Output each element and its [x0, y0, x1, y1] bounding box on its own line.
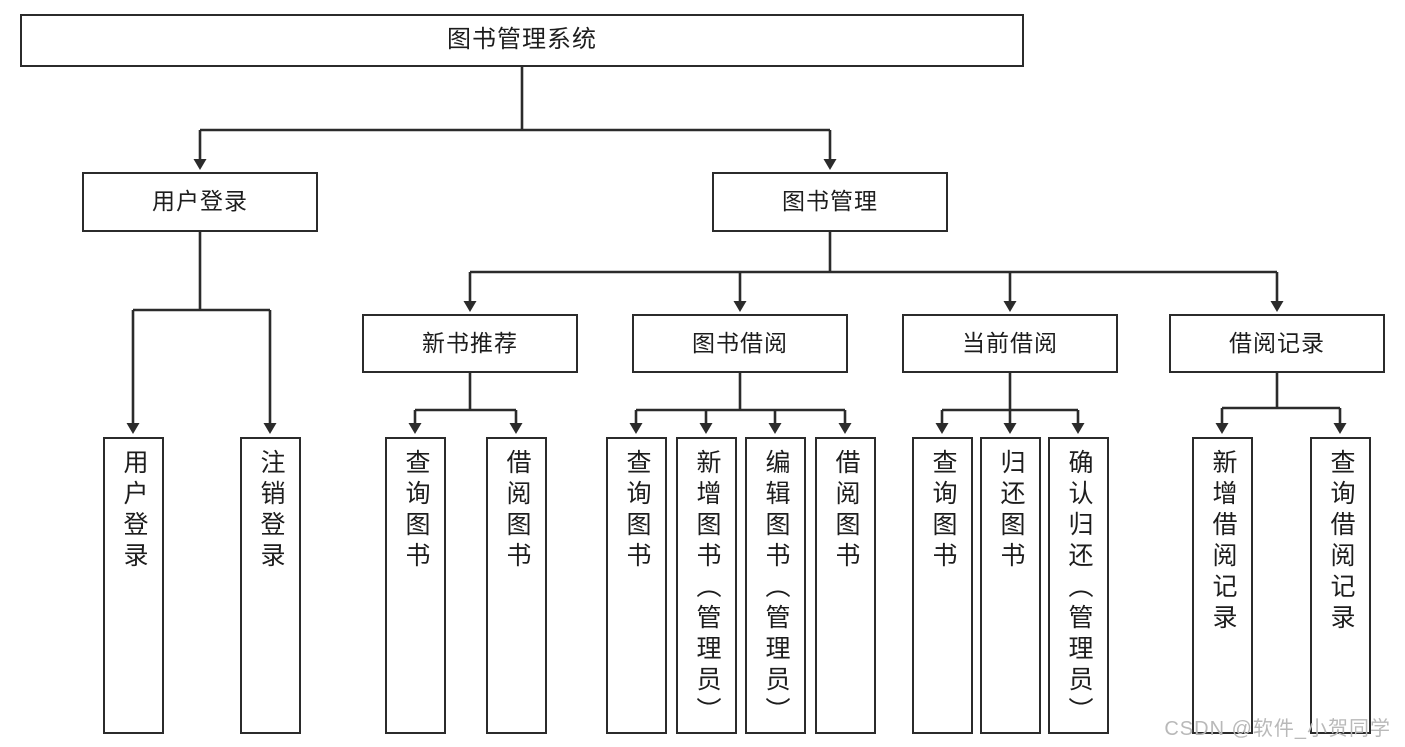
- leaf-add-book-label: 新增图书（管理员）: [693, 449, 721, 728]
- leaf-user-login-label: 用户登录: [120, 449, 148, 573]
- leaf-user-login[interactable]: 用户登录: [103, 437, 164, 734]
- leaf-edit-book-label: 编辑图书（管理员）: [762, 449, 790, 728]
- node-user-login-label: 用户登录: [152, 188, 248, 215]
- node-root-label: 图书管理系统: [447, 26, 597, 54]
- node-new-book-rec[interactable]: 新书推荐: [362, 314, 578, 373]
- leaf-query-record[interactable]: 查询借阅记录: [1310, 437, 1371, 734]
- node-new-book-rec-label: 新书推荐: [422, 329, 518, 356]
- leaf-return-book-label: 归还图书: [997, 449, 1025, 573]
- node-book-manage-label: 图书管理: [782, 188, 878, 215]
- leaf-borrow-book-1[interactable]: 借阅图书: [486, 437, 547, 734]
- node-current-borrow-label: 当前借阅: [962, 329, 1058, 356]
- leaf-confirm-return[interactable]: 确认归还（管理员）: [1048, 437, 1109, 734]
- leaf-add-book[interactable]: 新增图书（管理员）: [676, 437, 737, 734]
- leaf-borrow-book-1-label: 借阅图书: [503, 449, 531, 573]
- leaf-query-book-3-label: 查询图书: [929, 449, 957, 573]
- node-book-borrow-label: 图书借阅: [692, 329, 788, 356]
- leaf-query-book-3[interactable]: 查询图书: [912, 437, 973, 734]
- node-borrow-record-label: 借阅记录: [1229, 329, 1325, 356]
- leaf-return-book[interactable]: 归还图书: [980, 437, 1041, 734]
- leaf-query-record-label: 查询借阅记录: [1327, 449, 1355, 635]
- node-current-borrow[interactable]: 当前借阅: [902, 314, 1118, 373]
- leaf-query-book-2[interactable]: 查询图书: [606, 437, 667, 734]
- node-root[interactable]: 图书管理系统: [20, 14, 1024, 67]
- leaf-query-book-2-label: 查询图书: [623, 449, 651, 573]
- leaf-edit-book[interactable]: 编辑图书（管理员）: [745, 437, 806, 734]
- leaf-borrow-book-2[interactable]: 借阅图书: [815, 437, 876, 734]
- leaf-confirm-return-label: 确认归还（管理员）: [1065, 449, 1093, 728]
- csdn-watermark: CSDN @软件_小贺同学: [1164, 718, 1391, 740]
- node-borrow-record[interactable]: 借阅记录: [1169, 314, 1385, 373]
- leaf-logout-label: 注销登录: [257, 449, 285, 573]
- node-book-manage[interactable]: 图书管理: [712, 172, 948, 232]
- leaf-borrow-book-2-label: 借阅图书: [832, 449, 860, 573]
- node-book-borrow[interactable]: 图书借阅: [632, 314, 848, 373]
- leaf-logout[interactable]: 注销登录: [240, 437, 301, 734]
- leaf-query-book-1[interactable]: 查询图书: [385, 437, 446, 734]
- leaf-query-book-1-label: 查询图书: [402, 449, 430, 573]
- node-user-login[interactable]: 用户登录: [82, 172, 318, 232]
- leaf-add-record[interactable]: 新增借阅记录: [1192, 437, 1253, 734]
- leaf-add-record-label: 新增借阅记录: [1209, 449, 1237, 635]
